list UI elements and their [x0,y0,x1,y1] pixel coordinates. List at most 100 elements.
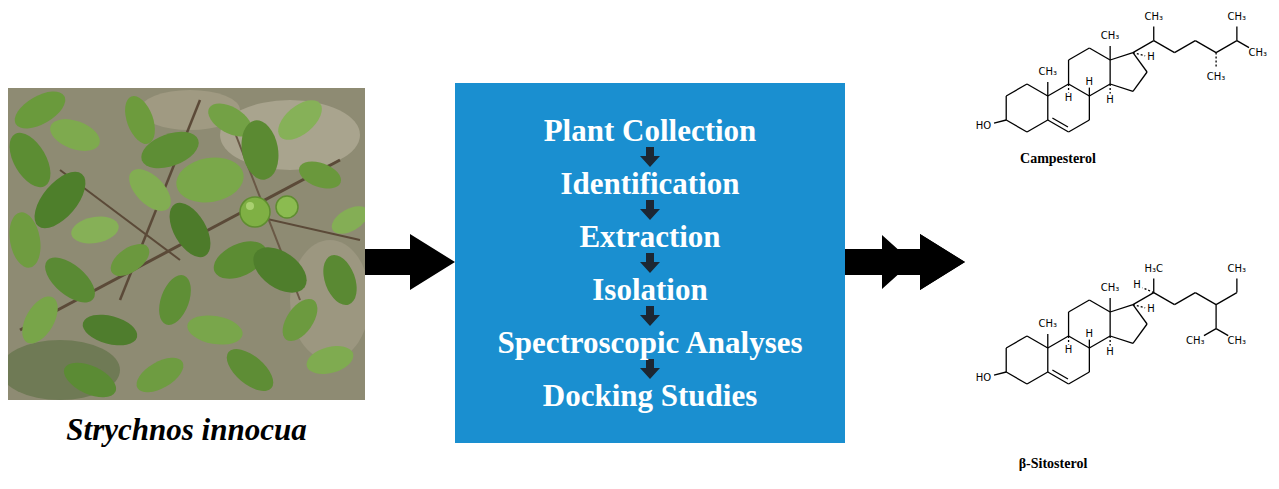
bond-line [1110,336,1133,343]
bond-line [1133,53,1145,56]
bond-line [1216,41,1237,53]
plant-photo-part [237,117,283,182]
plant-photo-part [105,238,155,283]
flow-arrow [845,234,965,290]
atom-label: H [1147,52,1155,62]
plant-photo-part [185,311,245,348]
atom-label: HO [976,121,991,131]
bond-line [1236,279,1237,293]
bond-line [1089,48,1110,60]
bond-line [1006,84,1027,96]
plant-photo-part [131,351,189,400]
plant-photo-part [122,162,179,219]
plant-photo-part [303,341,356,379]
plant-photo-part [276,293,325,347]
plant-photo-part [245,238,315,302]
plant-photo-group [8,88,365,400]
plant-photo-part [185,311,245,348]
bond-line [1109,298,1110,312]
bond-line [1047,348,1048,372]
bond-line [1069,120,1090,132]
plant-photo-part [8,210,45,270]
double-bond-line [1052,118,1068,127]
plant-photo-part [79,309,140,351]
plant-photo-part [246,202,254,210]
atom-label: CH₃ [1207,72,1226,82]
atom-label: H [1147,304,1155,314]
bond-line [994,120,1006,123]
plant-photo-part [295,156,345,194]
bond-line [1089,88,1090,96]
plant-photo-part [271,93,329,148]
bond-line [1089,348,1090,372]
skeletal-formula [994,279,1237,384]
bond-line [1109,60,1110,84]
bond-line [1068,312,1069,336]
plant-photo-part [276,196,298,218]
atom-label: H₃C [1144,264,1163,274]
skeletal-formula [994,27,1249,132]
atom-label: H [1106,95,1114,105]
bond-line [1195,293,1216,305]
atom-label: CH₃ [1101,31,1120,41]
bond-line [1215,305,1216,329]
plant-photo-part [46,113,104,157]
plant-photo-node: Strychnos innocua [8,88,365,450]
bond-line [1133,305,1145,308]
atom-label: CH₃ [1228,264,1247,274]
bond-line [1109,46,1110,60]
atom-label: CH₃ [1144,12,1163,22]
atom-label: H [1106,347,1114,357]
workflow-step: Plant Collection [544,114,757,147]
plant-photo-part [79,309,140,351]
bond-line [1175,293,1196,305]
species-caption: Strychnos innocua [66,412,306,448]
step-arrow-head [640,359,660,379]
plant-photo-part [220,341,281,398]
plant-photo-part [161,196,219,264]
bond-line [1089,96,1090,120]
workflow-box: Plant CollectionIdentificationExtraction… [455,83,845,443]
bond-line [1109,336,1110,346]
bond-line [1006,348,1007,372]
bond-line [994,372,1006,375]
plant-photo-part [327,200,365,239]
flow-arrow [365,234,455,290]
bond-line [1154,293,1175,305]
workflow-step: Identification [560,167,739,200]
plant-photo-part [237,117,283,182]
step-arrow-head [640,253,660,273]
bond-line [1133,53,1147,72]
bond-line [1133,324,1147,343]
bond-line [1069,300,1090,312]
plant-photo-part [119,92,161,148]
atom-label: H [1065,345,1073,355]
step-arrow [639,147,661,167]
bond-line [1133,305,1147,324]
plant-photo-part [122,162,179,219]
bond-line [1142,288,1153,293]
double-bond-line [1052,370,1068,379]
workflow-step: Isolation [592,273,707,306]
plant-photo-part [15,290,65,349]
bond-line [1089,300,1110,312]
step-arrow [639,306,661,326]
bond-line [1027,120,1048,132]
workflow-step: Docking Studies [543,379,757,412]
bond-line [1068,84,1069,92]
plant-photo-part [59,355,122,400]
bond-line [1047,334,1048,348]
atom-label: CH₃ [1228,12,1247,22]
bond-line [1216,293,1237,305]
plant-photo-part [276,293,325,347]
bond-line [1006,120,1027,132]
compound-name: β-Sitosterol [1019,455,1088,472]
plant-photo-part [290,240,365,360]
bond-line [1133,41,1154,53]
bond-line [1110,84,1133,91]
bond-line [1068,336,1069,344]
bond-line [1006,336,1027,348]
